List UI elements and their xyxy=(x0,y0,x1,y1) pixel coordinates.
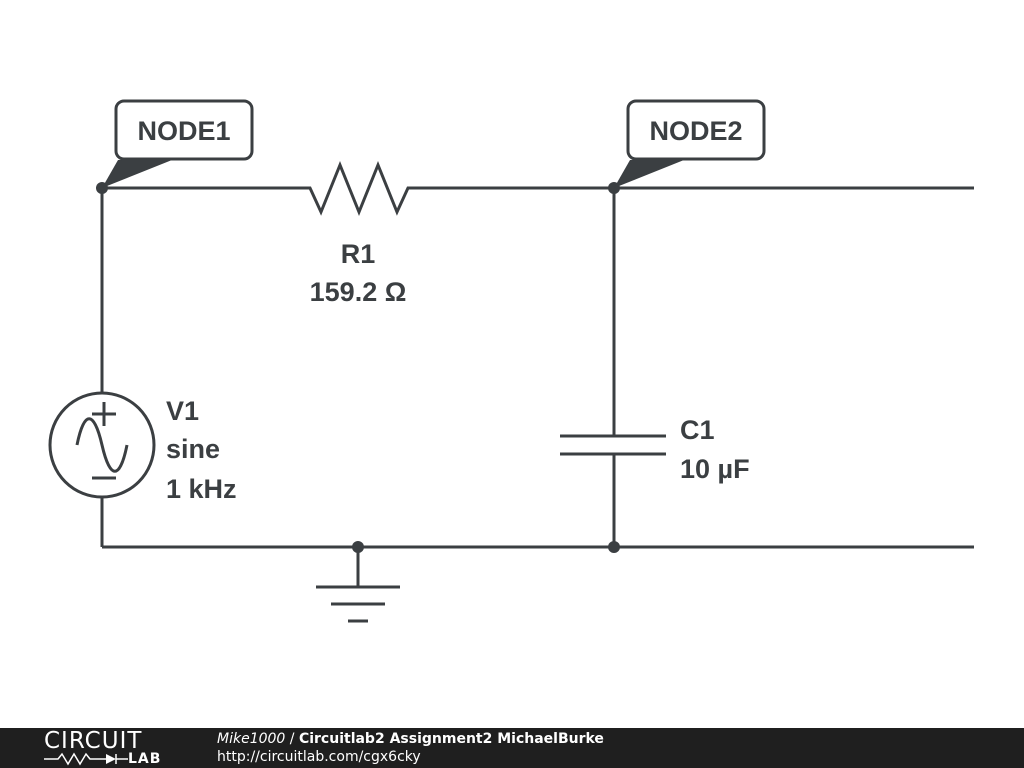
c1-value-label: 10 µF xyxy=(680,454,750,484)
r1-value-label: 159.2 Ω xyxy=(310,277,407,307)
v1-type-label: sine xyxy=(166,434,220,464)
author-link[interactable]: Mike1000 xyxy=(217,731,286,747)
r1-name-label: R1 xyxy=(341,239,376,269)
junction-dot-ground xyxy=(352,541,364,553)
ground-symbol[interactable] xyxy=(316,547,400,623)
resistor-r1-symbol[interactable] xyxy=(300,160,418,217)
footer-bar: CIRCUIT LAB Mike1000 / Circuitlab2 Assig… xyxy=(0,728,1024,768)
circuit-title-link[interactable]: Circuitlab2 Assignment2 MichaelBurke xyxy=(298,731,604,747)
logo-text-circuit: CIRCUIT xyxy=(44,728,143,754)
credit-separator: / xyxy=(285,731,299,747)
node-label-node1[interactable]: NODE1 xyxy=(102,99,254,188)
node1-label-text: NODE1 xyxy=(137,116,230,146)
c1-name-label: C1 xyxy=(680,415,715,445)
footer-credit: Mike1000 / Circuitlab2 Assignment2 Micha… xyxy=(217,730,604,748)
node2-label-text: NODE2 xyxy=(649,116,742,146)
circuitlab-logo[interactable]: CIRCUIT LAB xyxy=(44,730,176,766)
circuit-schematic: NODE1 NODE2 R1 159.2 Ω V1 sine 1 kHz C1 … xyxy=(48,99,974,623)
node-label-node2[interactable]: NODE2 xyxy=(614,99,766,188)
logo-text-lab: LAB xyxy=(128,751,162,767)
sine-wave-icon xyxy=(75,417,129,473)
circuit-url-link[interactable]: http://circuitlab.com/cgx6cky xyxy=(217,749,421,765)
voltage-source-v1-symbol[interactable] xyxy=(48,391,156,499)
v1-name-label: V1 xyxy=(166,396,199,426)
junction-dot-bottom-right xyxy=(608,541,620,553)
capacitor-c1-symbol[interactable] xyxy=(560,434,666,456)
v1-frequency-label: 1 kHz xyxy=(166,474,237,504)
logo-wave-icon xyxy=(44,752,128,766)
